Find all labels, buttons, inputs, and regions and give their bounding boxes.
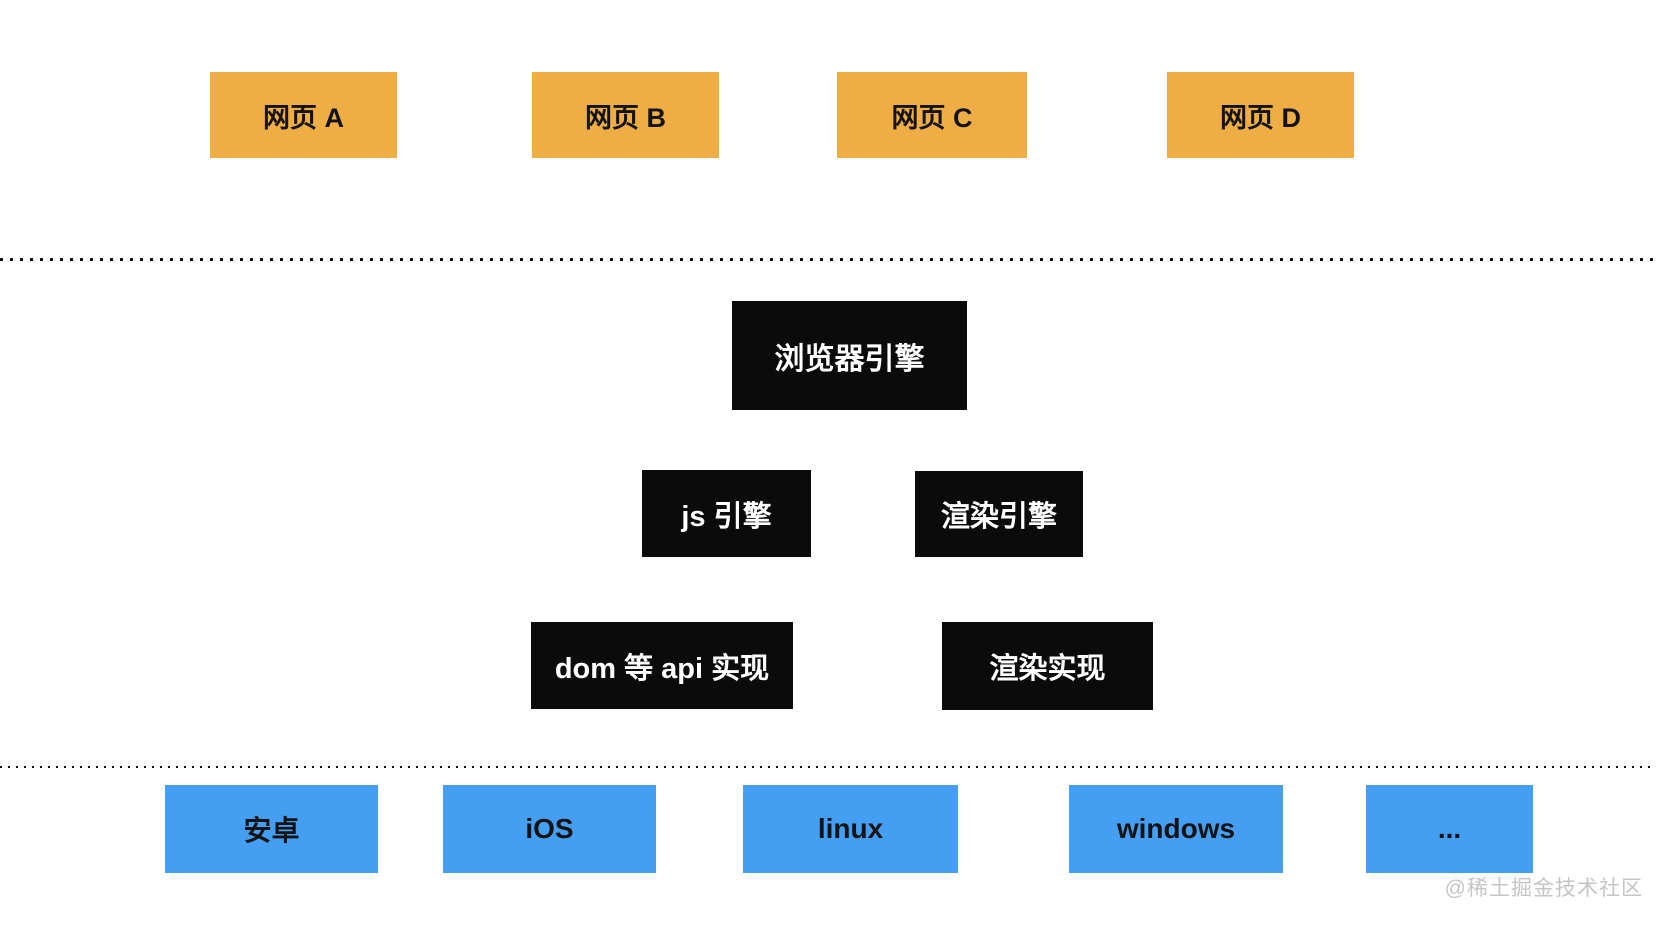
dom-api-impl-box: dom 等 api 实现 (531, 622, 793, 709)
webpage-c-label: 网页 C (891, 102, 973, 133)
js-engine-label: js 引擎 (681, 500, 772, 533)
browser-engine-label: 浏览器引擎 (774, 342, 925, 376)
os-linux-label: linux (817, 813, 884, 844)
os-linux-box: linux (743, 785, 958, 873)
render-engine-box: 渲染引擎 (915, 471, 1083, 557)
render-engine-label: 渲染引擎 (940, 501, 1057, 533)
webpage-d-label: 网页 D (1220, 102, 1301, 133)
os-more-label: ... (1437, 813, 1462, 844)
os-android-label: 安卓 (243, 815, 300, 846)
dotted-separator-bottom (0, 766, 1656, 768)
render-impl-label: 渲染实现 (989, 653, 1106, 685)
render-impl-box: 渲染实现 (942, 622, 1153, 710)
os-windows-box: windows (1069, 785, 1283, 873)
browser-engine-box: 浏览器引擎 (732, 301, 967, 410)
os-more-box: ... (1366, 785, 1533, 873)
dotted-separator-top (0, 258, 1656, 261)
webpage-a-label: 网页 A (263, 102, 344, 133)
webpage-a-box: 网页 A (210, 72, 397, 158)
watermark: @稀土掘金技术社区 (1444, 877, 1643, 900)
webpage-b-label: 网页 B (585, 102, 666, 133)
os-android-box: 安卓 (165, 785, 378, 873)
os-windows-label: windows (1116, 813, 1236, 844)
webpage-d-box: 网页 D (1167, 72, 1354, 158)
webpage-c-box: 网页 C (837, 72, 1027, 158)
os-ios-box: iOS (443, 785, 656, 873)
dom-api-impl-label: dom 等 api 实现 (554, 652, 770, 685)
webpage-b-box: 网页 B (532, 72, 719, 158)
os-ios-label: iOS (525, 813, 574, 844)
js-engine-box: js 引擎 (642, 470, 811, 557)
